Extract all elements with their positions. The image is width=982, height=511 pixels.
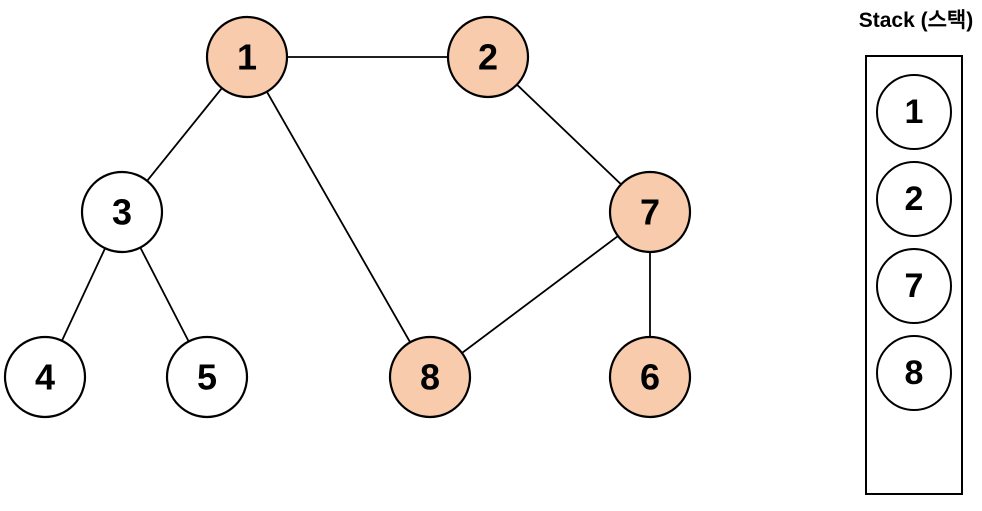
graph-node-label-7: 7 xyxy=(640,192,660,233)
stack-box: 1 2 7 8 xyxy=(865,55,963,495)
edge-1-8 xyxy=(246,56,431,378)
graph-node-label-1: 1 xyxy=(237,37,257,78)
stack-item-2: 2 xyxy=(876,161,952,237)
graph-node-circle-3 xyxy=(80,170,164,254)
stack-item-8: 8 xyxy=(876,335,952,411)
graph-node-circle-8 xyxy=(388,335,472,419)
stack-title: Stack (스택) xyxy=(858,9,974,32)
graph-node-label-5: 5 xyxy=(197,357,217,398)
graph-node-8: 8 xyxy=(388,335,472,419)
graph-node-circle-7 xyxy=(608,170,692,254)
graph-node-label-6: 6 xyxy=(640,357,660,398)
graph-node-5: 5 xyxy=(165,335,249,419)
graph-node-label-3: 3 xyxy=(112,192,132,233)
graph-node-7: 7 xyxy=(608,170,692,254)
graph-node-circle-2 xyxy=(446,15,530,99)
graph-node-label-2: 2 xyxy=(478,37,498,78)
graph-node-circle-4 xyxy=(3,335,87,419)
stack-item-1: 1 xyxy=(876,74,952,150)
graph-node-6: 6 xyxy=(608,335,692,419)
stack-panel: Stack (스택) 1 2 7 8 xyxy=(845,0,982,495)
graph-node-2: 2 xyxy=(446,15,530,99)
graph-node-3: 3 xyxy=(80,170,164,254)
graph-node-circle-1 xyxy=(205,15,289,99)
graph-node-4: 4 xyxy=(3,335,87,419)
graph-node-circle-5 xyxy=(165,335,249,419)
graph-node-label-8: 8 xyxy=(420,357,440,398)
graph-node-circle-6 xyxy=(608,335,692,419)
edge-7-8 xyxy=(429,211,651,378)
graph-node-1: 1 xyxy=(205,15,289,99)
graph-node-label-4: 4 xyxy=(35,357,55,398)
stack-item-7: 7 xyxy=(876,248,952,324)
